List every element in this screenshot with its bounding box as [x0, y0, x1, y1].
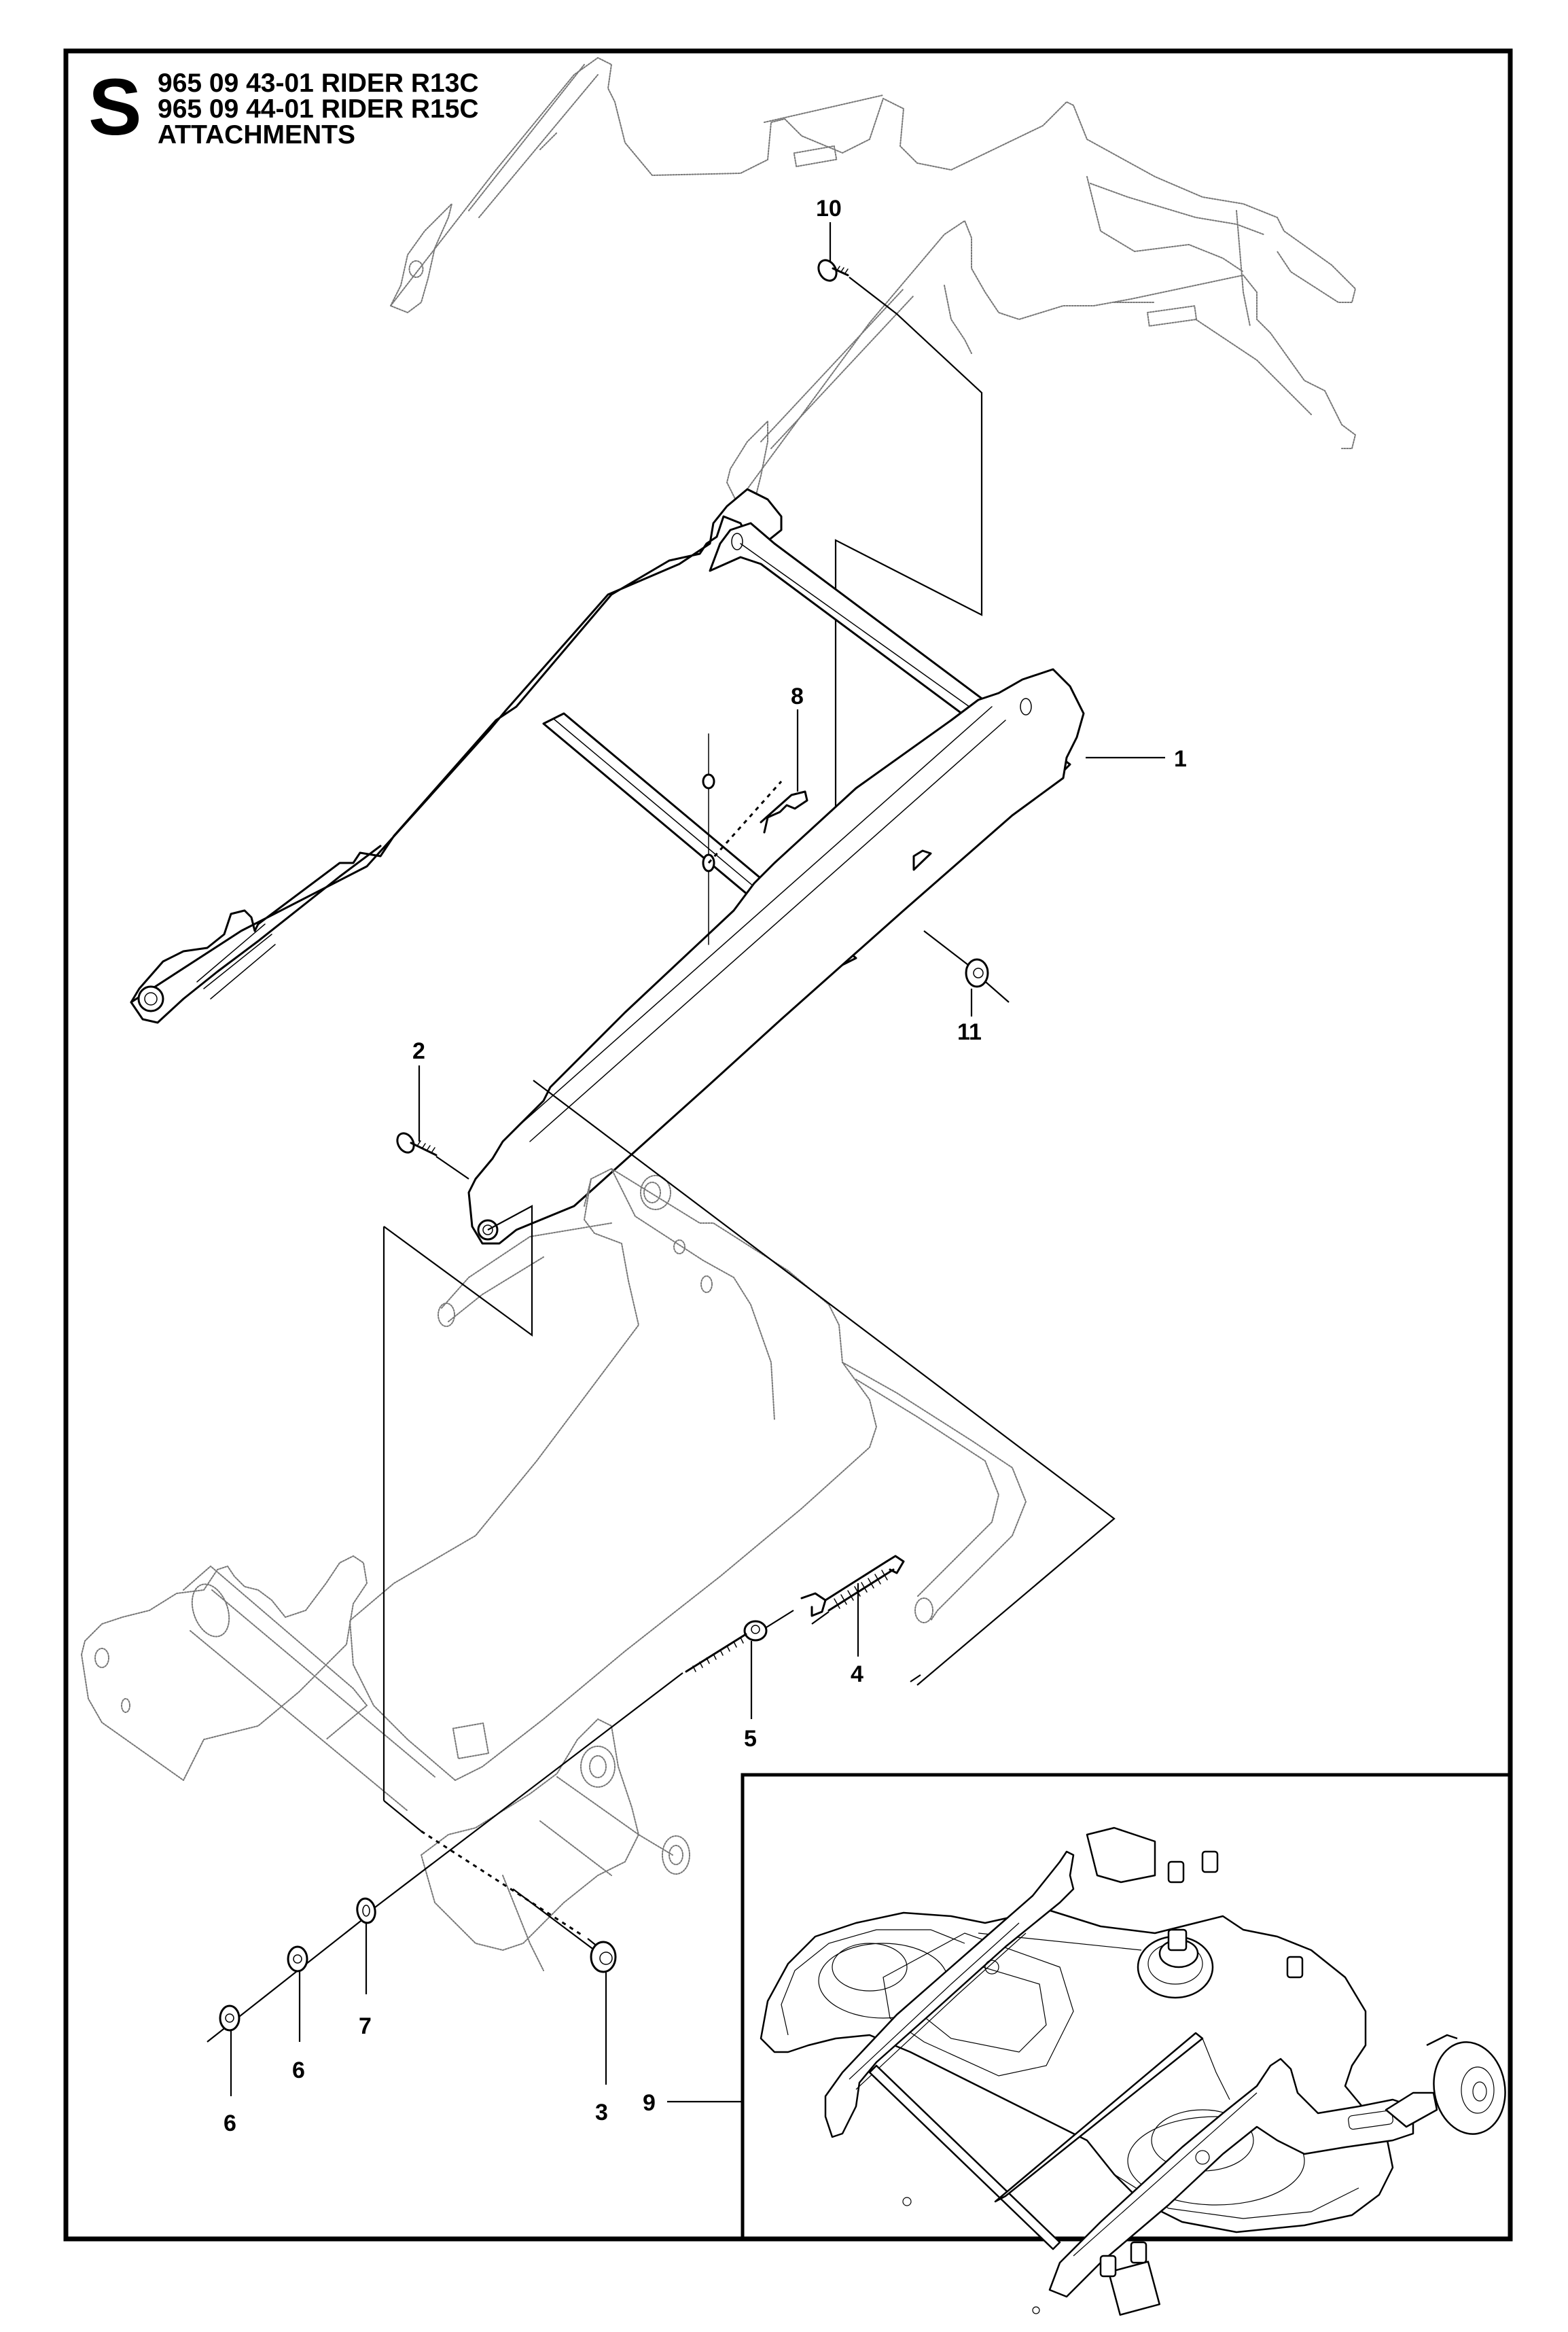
callout-11[interactable]: 11: [957, 1019, 982, 1045]
callout-9[interactable]: 9: [643, 2090, 656, 2116]
header: S 965 09 43-01 RIDER R13C 965 09 44-01 R…: [88, 63, 479, 152]
callout-3[interactable]: 3: [595, 2100, 608, 2125]
callout-8[interactable]: 8: [791, 684, 804, 709]
page-border: [63, 48, 1513, 2242]
cutting-deck-inset: [741, 1773, 1512, 2316]
callout-7[interactable]: 7: [359, 2013, 372, 2039]
hair-pin-clip-part: [760, 790, 808, 834]
lock-nut-11-part: [923, 930, 1010, 1003]
hardware-stack: [207, 1888, 617, 2043]
callout-1[interactable]: 1: [1174, 746, 1187, 772]
callout-6-left[interactable]: 6: [224, 2110, 236, 2136]
callouts: 1 10 8 11 2 4 5 7 6 6 3 9: [224, 196, 1187, 2136]
callout-4[interactable]: 4: [851, 1661, 863, 1687]
header-line-1: 965 09 43-01 RIDER R13C: [158, 69, 479, 98]
header-line-3: ATTACHMENTS: [158, 120, 355, 149]
bolt-2-part: [396, 1132, 469, 1180]
assembly-leaders: [382, 1080, 1116, 1947]
callout-6-mid[interactable]: 6: [292, 2057, 305, 2083]
callout-5[interactable]: 5: [744, 1726, 757, 1752]
eye-bolt-part: [363, 1610, 794, 1917]
header-line-2: 965 09 44-01 RIDER R15C: [158, 94, 479, 124]
section-letter: S: [88, 63, 142, 152]
tension-spring-part: [800, 1555, 921, 1682]
lift-frame-part: [130, 488, 1085, 1245]
callout-2[interactable]: 2: [412, 1038, 425, 1064]
ghost-chassis: [81, 1168, 1027, 1971]
callout-10[interactable]: 10: [816, 196, 842, 222]
ghost-lift-arms: [390, 57, 1356, 517]
